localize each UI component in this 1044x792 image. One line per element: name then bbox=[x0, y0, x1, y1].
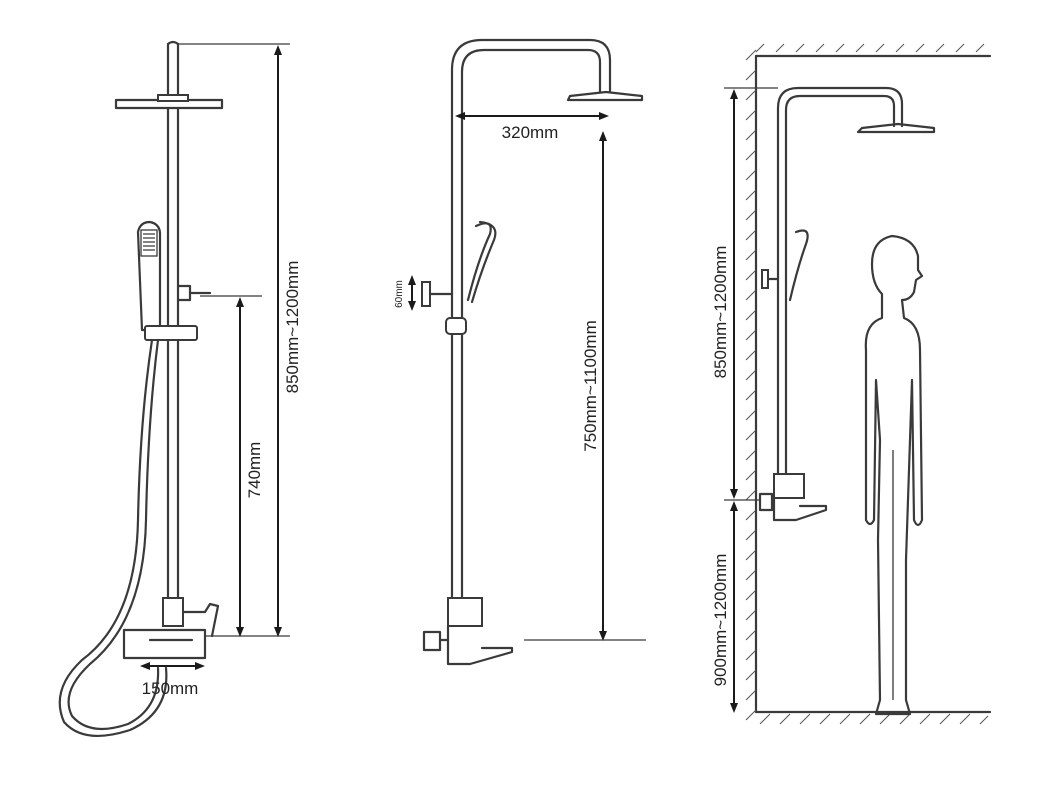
arm-length-label: 320mm bbox=[502, 123, 559, 142]
hand-shower-side bbox=[466, 222, 492, 302]
slider-side bbox=[445, 317, 467, 335]
mixer-lever bbox=[181, 602, 220, 638]
total-height-label: 850mm~1200mm bbox=[283, 261, 302, 394]
side-view-figure: 320mm 750mm~1100mm 60mm bbox=[394, 38, 646, 666]
person-silhouette bbox=[864, 234, 924, 716]
spout-width-label: 150mm bbox=[142, 679, 199, 698]
front-view-figure: 850mm~1200mm 740mm 150mm bbox=[58, 40, 302, 737]
shower-column bbox=[776, 86, 904, 482]
tub-spout-side bbox=[446, 624, 514, 666]
rain-head-installed bbox=[856, 122, 936, 134]
hand-shower-installed bbox=[788, 229, 809, 302]
rain-head-side bbox=[566, 90, 644, 102]
installation-view-figure: 850mm~1200mm 900mm~1200mm bbox=[711, 40, 992, 725]
bracket-side bbox=[421, 281, 431, 307]
gooseneck-arm bbox=[450, 38, 612, 612]
small-dim-label: 60mm bbox=[394, 280, 405, 308]
mixer-installed bbox=[773, 473, 805, 499]
mixer-height-label: 740mm bbox=[245, 442, 264, 499]
upper-height-label: 850mm~1200mm bbox=[711, 246, 730, 379]
tub-spout bbox=[122, 628, 207, 660]
shower-hose bbox=[58, 338, 168, 737]
height-label: 750mm~1100mm bbox=[581, 320, 600, 452]
wall-bracket bbox=[176, 284, 192, 302]
hand-shower bbox=[136, 220, 162, 332]
slider-holder bbox=[144, 325, 198, 341]
ceiling bbox=[746, 40, 990, 56]
wall-hatching bbox=[745, 43, 989, 725]
lower-height-label: 900mm~1200mm bbox=[711, 554, 730, 687]
mixer-side bbox=[447, 597, 483, 627]
